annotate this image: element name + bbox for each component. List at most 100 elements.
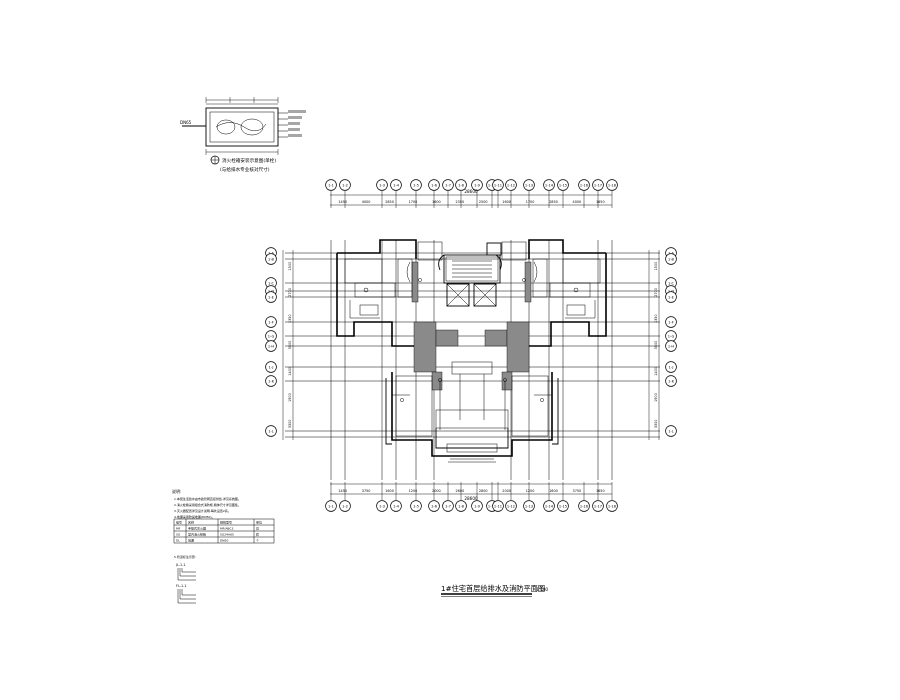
axis-bubble-bottom: 1-18 [606, 500, 618, 512]
svg-text:1-E: 1-E [268, 295, 275, 299]
axis-bubble-bottom: 1-1 [325, 500, 337, 512]
svg-text:1-14: 1-14 [545, 504, 554, 508]
axis-bubble-top: 1-15 [557, 179, 569, 191]
svg-text:1-11: 1-11 [494, 183, 502, 187]
dimension-label: 1650 [596, 489, 605, 493]
svg-text:1-12: 1-12 [507, 504, 515, 508]
note-line: 4.地漏采用防臭地漏(DN50)。 [174, 514, 215, 519]
svg-text:1-H: 1-H [668, 344, 675, 348]
axis-bubble-bottom: 1-5 [410, 500, 422, 512]
dimension-label: 2000 [432, 489, 441, 493]
floor-plan [285, 239, 660, 480]
notes-block: 说明: 1.本层生活给水由市政管网直接供给,详见系统图。 2.消火栓箱采用组合式… [172, 488, 275, 604]
dimension-label: 2700 [654, 288, 658, 297]
axis-bubble-right: 1-H [665, 340, 677, 352]
pipe-label: DN65 [180, 120, 192, 125]
legend-heading: 5.管道标注示意: [174, 554, 196, 559]
axis-bubble-right: 1-E [665, 291, 677, 303]
axis-bubble-top: 1-6 [428, 179, 440, 191]
dimension-label: 1200 [526, 489, 535, 493]
table-header-cell: 单位 [256, 520, 262, 525]
drawing-scale: 1:100 [536, 587, 548, 592]
svg-text:1-J: 1-J [269, 365, 274, 369]
axis-bubble-bottom: 1-3 [376, 500, 388, 512]
svg-text:1-8: 1-8 [458, 183, 465, 187]
dimension-label: 1700 [409, 200, 418, 204]
axis-bubble-top: 1-5 [410, 179, 422, 191]
axis-bubble-right: 1-K [665, 375, 677, 387]
svg-text:1-J: 1-J [669, 365, 674, 369]
axis-bubble-bottom: 1-14 [543, 500, 555, 512]
table-cell: 室内消火栓箱 [188, 532, 206, 537]
svg-text:1-3: 1-3 [379, 504, 385, 508]
note-line: 3.灭火器配置详见设计说明,每处设置2具。 [174, 508, 231, 513]
axis-bubble-left: 1-H [265, 340, 277, 352]
svg-text:1-K: 1-K [668, 379, 675, 383]
svg-text:1-17: 1-17 [594, 183, 602, 187]
svg-text:1-4: 1-4 [393, 183, 400, 187]
dimension-label: 1200 [409, 489, 418, 493]
axis-bubble-bottom: 1-6 [428, 500, 440, 512]
detail-caption-1: 消火栓箱安装示意图(单栓) [222, 157, 276, 164]
axis-bubble-right: 1-F [665, 316, 677, 328]
axis-bubble-left: 1-G [265, 330, 277, 342]
dimension-label: 2500 [479, 200, 488, 204]
svg-text:1-12: 1-12 [507, 183, 515, 187]
dimension-label: 2600 [455, 489, 464, 493]
svg-text:1-13: 1-13 [525, 504, 533, 508]
axis-bubble-left: 1-F [265, 316, 277, 328]
axis-bubble-bottom: 1-2 [339, 500, 351, 512]
dimension-label: 1600 [549, 489, 558, 493]
dimension-label: 3300 [654, 420, 658, 429]
axis-bubble-bottom: 1-9 [471, 500, 483, 512]
table-cell: 手提式灭火器 [188, 526, 206, 531]
svg-text:1-7: 1-7 [445, 504, 451, 508]
axis-bubble-top: 1-17 [592, 179, 604, 191]
svg-text:1-G: 1-G [268, 334, 275, 338]
svg-text:1-5: 1-5 [413, 504, 419, 508]
bottom-dimension-lines: 28600 [330, 483, 612, 501]
svg-text:1-B: 1-B [268, 257, 274, 261]
drawing-title: 1#住宅首层给排水及消防平面图 [441, 584, 545, 593]
dimension-label: 1450 [338, 489, 347, 493]
svg-text:1-G: 1-G [668, 334, 675, 338]
dimension-label: 1400 [288, 367, 292, 376]
table-cell: DL [176, 539, 180, 543]
svg-text:1-7: 1-7 [445, 183, 451, 187]
table-cell: SG [176, 533, 181, 537]
svg-text:1-6: 1-6 [431, 504, 438, 508]
dimension-label: 3500 [654, 341, 658, 350]
dimension-label: 1350 [288, 314, 292, 323]
axis-bubble-right: 1-G [665, 330, 677, 342]
svg-text:1-F: 1-F [268, 320, 274, 324]
right-axis-bubbles: 1-A1-B1-C1-D1-E1-F1-G1-H1-J1-K1-L [665, 247, 677, 437]
axis-bubble-bottom: 1-8 [455, 500, 467, 512]
svg-text:1-4: 1-4 [393, 504, 400, 508]
dimension-label: 2800 [479, 489, 488, 493]
svg-text:1-11: 1-11 [494, 504, 502, 508]
table-cell: 地漏 [188, 538, 194, 543]
axis-bubble-top: 1-13 [523, 179, 535, 191]
axis-bubble-left: 1-K [265, 375, 277, 387]
detail-caption-2: (与给排水专业核对尺寸) [220, 166, 270, 173]
axis-bubble-bottom: 1-15 [557, 500, 569, 512]
svg-text:1-C: 1-C [668, 281, 675, 285]
svg-text:1-16: 1-16 [580, 504, 589, 508]
svg-text:1-9: 1-9 [474, 183, 481, 187]
axis-bubble-bottom: 1-13 [523, 500, 535, 512]
dimension-label: 1600 [385, 489, 394, 493]
svg-text:1-17: 1-17 [594, 504, 602, 508]
svg-text:1-B: 1-B [668, 257, 674, 261]
axis-bubble-top: 1-2 [339, 179, 351, 191]
axis-bubble-top: 1-4 [390, 179, 402, 191]
table-header-cell: 名称 [188, 520, 194, 525]
svg-text:1-6: 1-6 [431, 183, 438, 187]
svg-text:1-16: 1-16 [580, 183, 589, 187]
dimension-label: 3750 [362, 489, 371, 493]
dimension-label: 1600 [502, 200, 511, 204]
dimension-label: 1500 [288, 262, 292, 271]
